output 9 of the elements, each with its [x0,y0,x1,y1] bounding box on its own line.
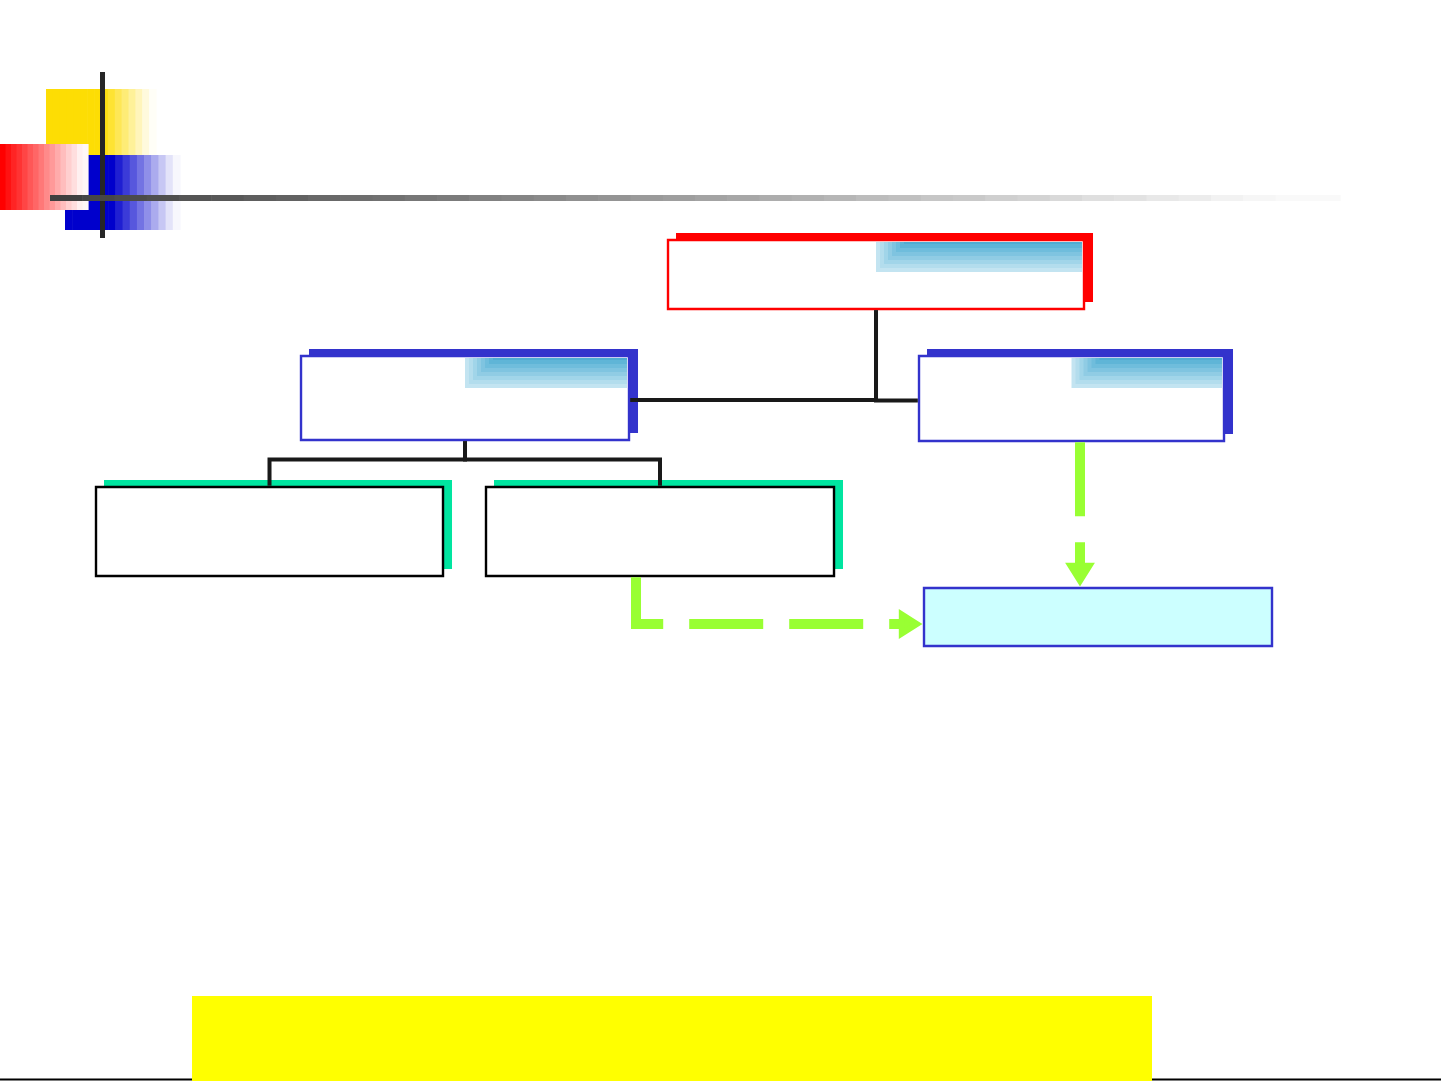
box [94,480,452,578]
connector [463,441,662,486]
banner [192,996,1152,1081]
box [299,349,638,442]
connector [874,310,918,403]
box [922,586,1274,648]
box [917,349,1233,443]
box [666,233,1093,311]
box [484,480,843,578]
